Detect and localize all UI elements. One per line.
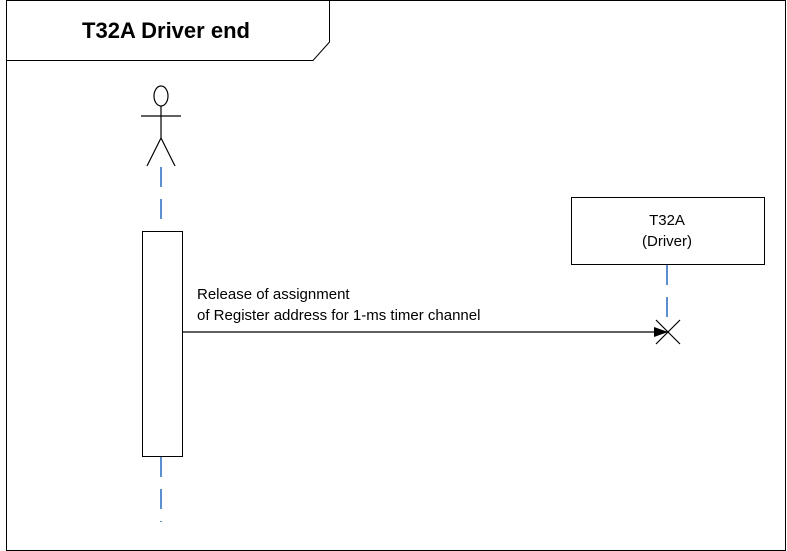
message-label-line1: Release of assignment (197, 286, 350, 303)
message-label-line2: of Register address for 1-ms timer chann… (197, 307, 480, 324)
actor-stick-figure-icon (141, 85, 181, 167)
driver-lifeline-name: T32A (649, 212, 685, 229)
sequence-frame (6, 0, 786, 551)
driver-lifeline-box (571, 197, 765, 265)
frame-title: T32A Driver end (82, 18, 250, 43)
driver-lifeline-subtitle: (Driver) (642, 233, 692, 250)
frame-title-tab (6, 0, 330, 61)
destruction-x-icon (655, 319, 681, 345)
actor-activation-bar (142, 231, 183, 457)
